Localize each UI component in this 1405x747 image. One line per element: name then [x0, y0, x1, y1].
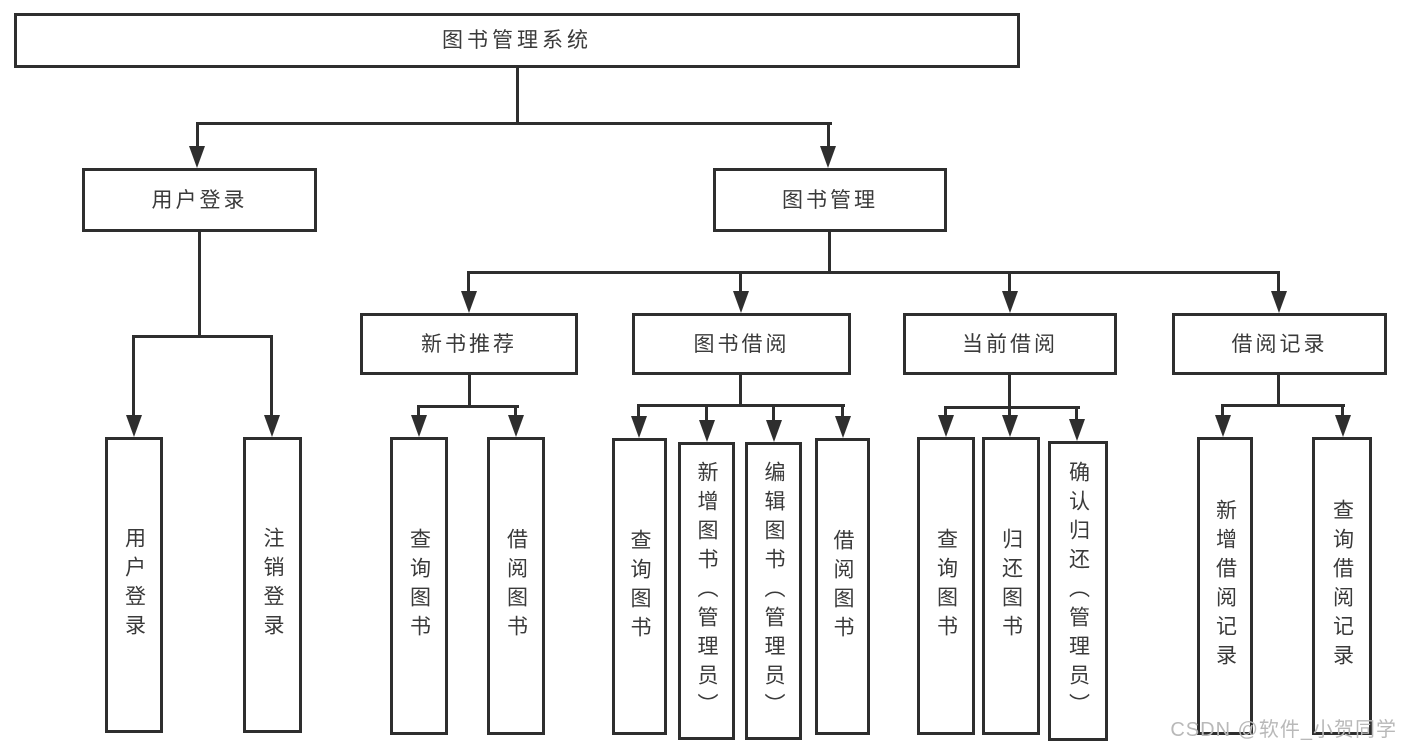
- arrowhead-icon: [1271, 291, 1287, 313]
- leaf-edit-book-admin-label: 编辑图书（管理员）: [762, 460, 785, 722]
- edge-book-borrow-rail: [637, 404, 845, 407]
- leaf-confirm-return-admin-label: 确认归还（管理员）: [1066, 460, 1090, 722]
- edge-current-borrow-stem: [1008, 375, 1011, 409]
- node-user-login: 用户登录: [82, 168, 317, 232]
- edge-to-add-book-admin: [705, 404, 708, 422]
- node-current-borrow: 当前借阅: [903, 313, 1117, 375]
- leaf-query-book-borrow: 查询图书: [612, 438, 667, 735]
- edge-user-login-stem: [198, 232, 201, 338]
- edge-to-new-book-recommend: [467, 271, 470, 293]
- edge-book-management-stem: [828, 232, 831, 274]
- arrowhead-icon: [508, 415, 524, 437]
- leaf-borrow-book: 借阅图书: [815, 438, 870, 735]
- leaf-borrow-book-recommend: 借阅图书: [487, 437, 545, 735]
- leaf-add-borrow-record-label: 新增借阅记录: [1213, 499, 1237, 673]
- edge-to-leaf-user-login: [132, 335, 135, 417]
- csdn-watermark: CSDN @软件_小贺同学: [1170, 719, 1397, 741]
- arrowhead-icon: [766, 420, 782, 442]
- leaf-query-book-recommend: 查询图书: [390, 437, 448, 735]
- arrowhead-icon: [733, 291, 749, 313]
- leaf-add-borrow-record: 新增借阅记录: [1197, 437, 1253, 735]
- leaf-logout-label: 注销登录: [261, 527, 284, 643]
- edge-to-query-book-recommend: [417, 405, 420, 418]
- arrowhead-icon: [264, 415, 280, 437]
- leaf-query-book-borrow-label: 查询图书: [628, 528, 651, 645]
- edge-root-to-book-management: [827, 122, 830, 150]
- leaf-user-login: 用户登录: [105, 437, 163, 733]
- edge-to-current-borrow: [1008, 271, 1011, 293]
- arrowhead-icon: [835, 416, 851, 438]
- edge-root-rail: [196, 122, 832, 125]
- leaf-edit-book-admin: 编辑图书（管理员）: [745, 442, 802, 740]
- edge-to-query-book-borrow: [637, 404, 640, 418]
- leaf-query-book-current: 查询图书: [917, 437, 975, 735]
- leaf-borrow-book-recommend-label: 借阅图书: [504, 528, 528, 644]
- leaf-add-book-admin: 新增图书（管理员）: [678, 442, 735, 740]
- arrowhead-icon: [938, 415, 954, 437]
- node-book-borrow: 图书借阅: [632, 313, 851, 375]
- arrowhead-icon: [1335, 415, 1351, 437]
- node-new-book-recommend: 新书推荐: [360, 313, 578, 375]
- edge-to-borrow-book: [841, 404, 844, 418]
- arrowhead-icon: [461, 291, 477, 313]
- edge-current-borrow-rail: [944, 406, 1080, 409]
- leaf-return-book-label: 归还图书: [999, 528, 1023, 644]
- edge-borrow-records-rail: [1221, 404, 1345, 407]
- node-user-login-label: 用户登录: [151, 188, 248, 212]
- edge-to-return-book: [1008, 406, 1011, 418]
- arrowhead-icon: [126, 415, 142, 437]
- leaf-confirm-return-admin: 确认归还（管理员）: [1048, 441, 1108, 741]
- leaf-borrow-book-label: 借阅图书: [831, 528, 854, 645]
- node-root-label: 图书管理系统: [442, 29, 592, 52]
- node-new-book-recommend-label: 新书推荐: [421, 332, 517, 356]
- arrowhead-icon: [1002, 291, 1018, 313]
- edge-to-borrow-book-recommend: [514, 405, 517, 418]
- arrowhead-icon: [1002, 415, 1018, 437]
- arrowhead-icon: [820, 146, 836, 168]
- node-book-management-label: 图书管理: [782, 188, 878, 212]
- arrowhead-icon: [411, 415, 427, 437]
- node-borrow-records-label: 借阅记录: [1231, 332, 1328, 356]
- edge-to-leaf-logout: [270, 335, 273, 417]
- arrowhead-icon: [1069, 419, 1085, 441]
- edge-new-book-rail: [417, 405, 519, 408]
- edge-to-query-book-current: [944, 406, 947, 418]
- leaf-logout: 注销登录: [243, 437, 302, 733]
- edge-book-management-rail: [467, 271, 1280, 274]
- edge-to-book-borrow: [739, 271, 742, 293]
- leaf-user-login-label: 用户登录: [122, 527, 146, 643]
- edge-to-query-borrow-record: [1341, 404, 1344, 418]
- edge-to-add-borrow-record: [1221, 404, 1224, 418]
- edge-to-borrow-records: [1277, 271, 1280, 293]
- arrowhead-icon: [189, 146, 205, 168]
- node-borrow-records: 借阅记录: [1172, 313, 1387, 375]
- node-root: 图书管理系统: [14, 13, 1020, 68]
- leaf-query-borrow-record-label: 查询借阅记录: [1330, 499, 1354, 673]
- edge-book-borrow-stem: [739, 375, 742, 407]
- edge-borrow-records-stem: [1277, 375, 1280, 407]
- arrowhead-icon: [1215, 415, 1231, 437]
- node-current-borrow-label: 当前借阅: [962, 332, 1058, 356]
- leaf-query-book-recommend-label: 查询图书: [407, 528, 431, 644]
- edge-to-edit-book-admin: [772, 404, 775, 422]
- arrowhead-icon: [699, 420, 715, 442]
- leaf-return-book: 归还图书: [982, 437, 1040, 735]
- leaf-add-book-admin-label: 新增图书（管理员）: [695, 460, 718, 722]
- leaf-query-book-current-label: 查询图书: [934, 528, 958, 644]
- arrowhead-icon: [631, 416, 647, 438]
- node-book-borrow-label: 图书借阅: [693, 332, 790, 356]
- edge-to-confirm-return-admin: [1075, 406, 1078, 422]
- node-book-management: 图书管理: [713, 168, 947, 232]
- edge-root-stem: [516, 68, 519, 124]
- leaf-query-borrow-record: 查询借阅记录: [1312, 437, 1372, 735]
- edge-user-login-rail: [132, 335, 273, 338]
- edge-root-to-user-login: [196, 122, 199, 150]
- edge-new-book-stem: [468, 375, 471, 408]
